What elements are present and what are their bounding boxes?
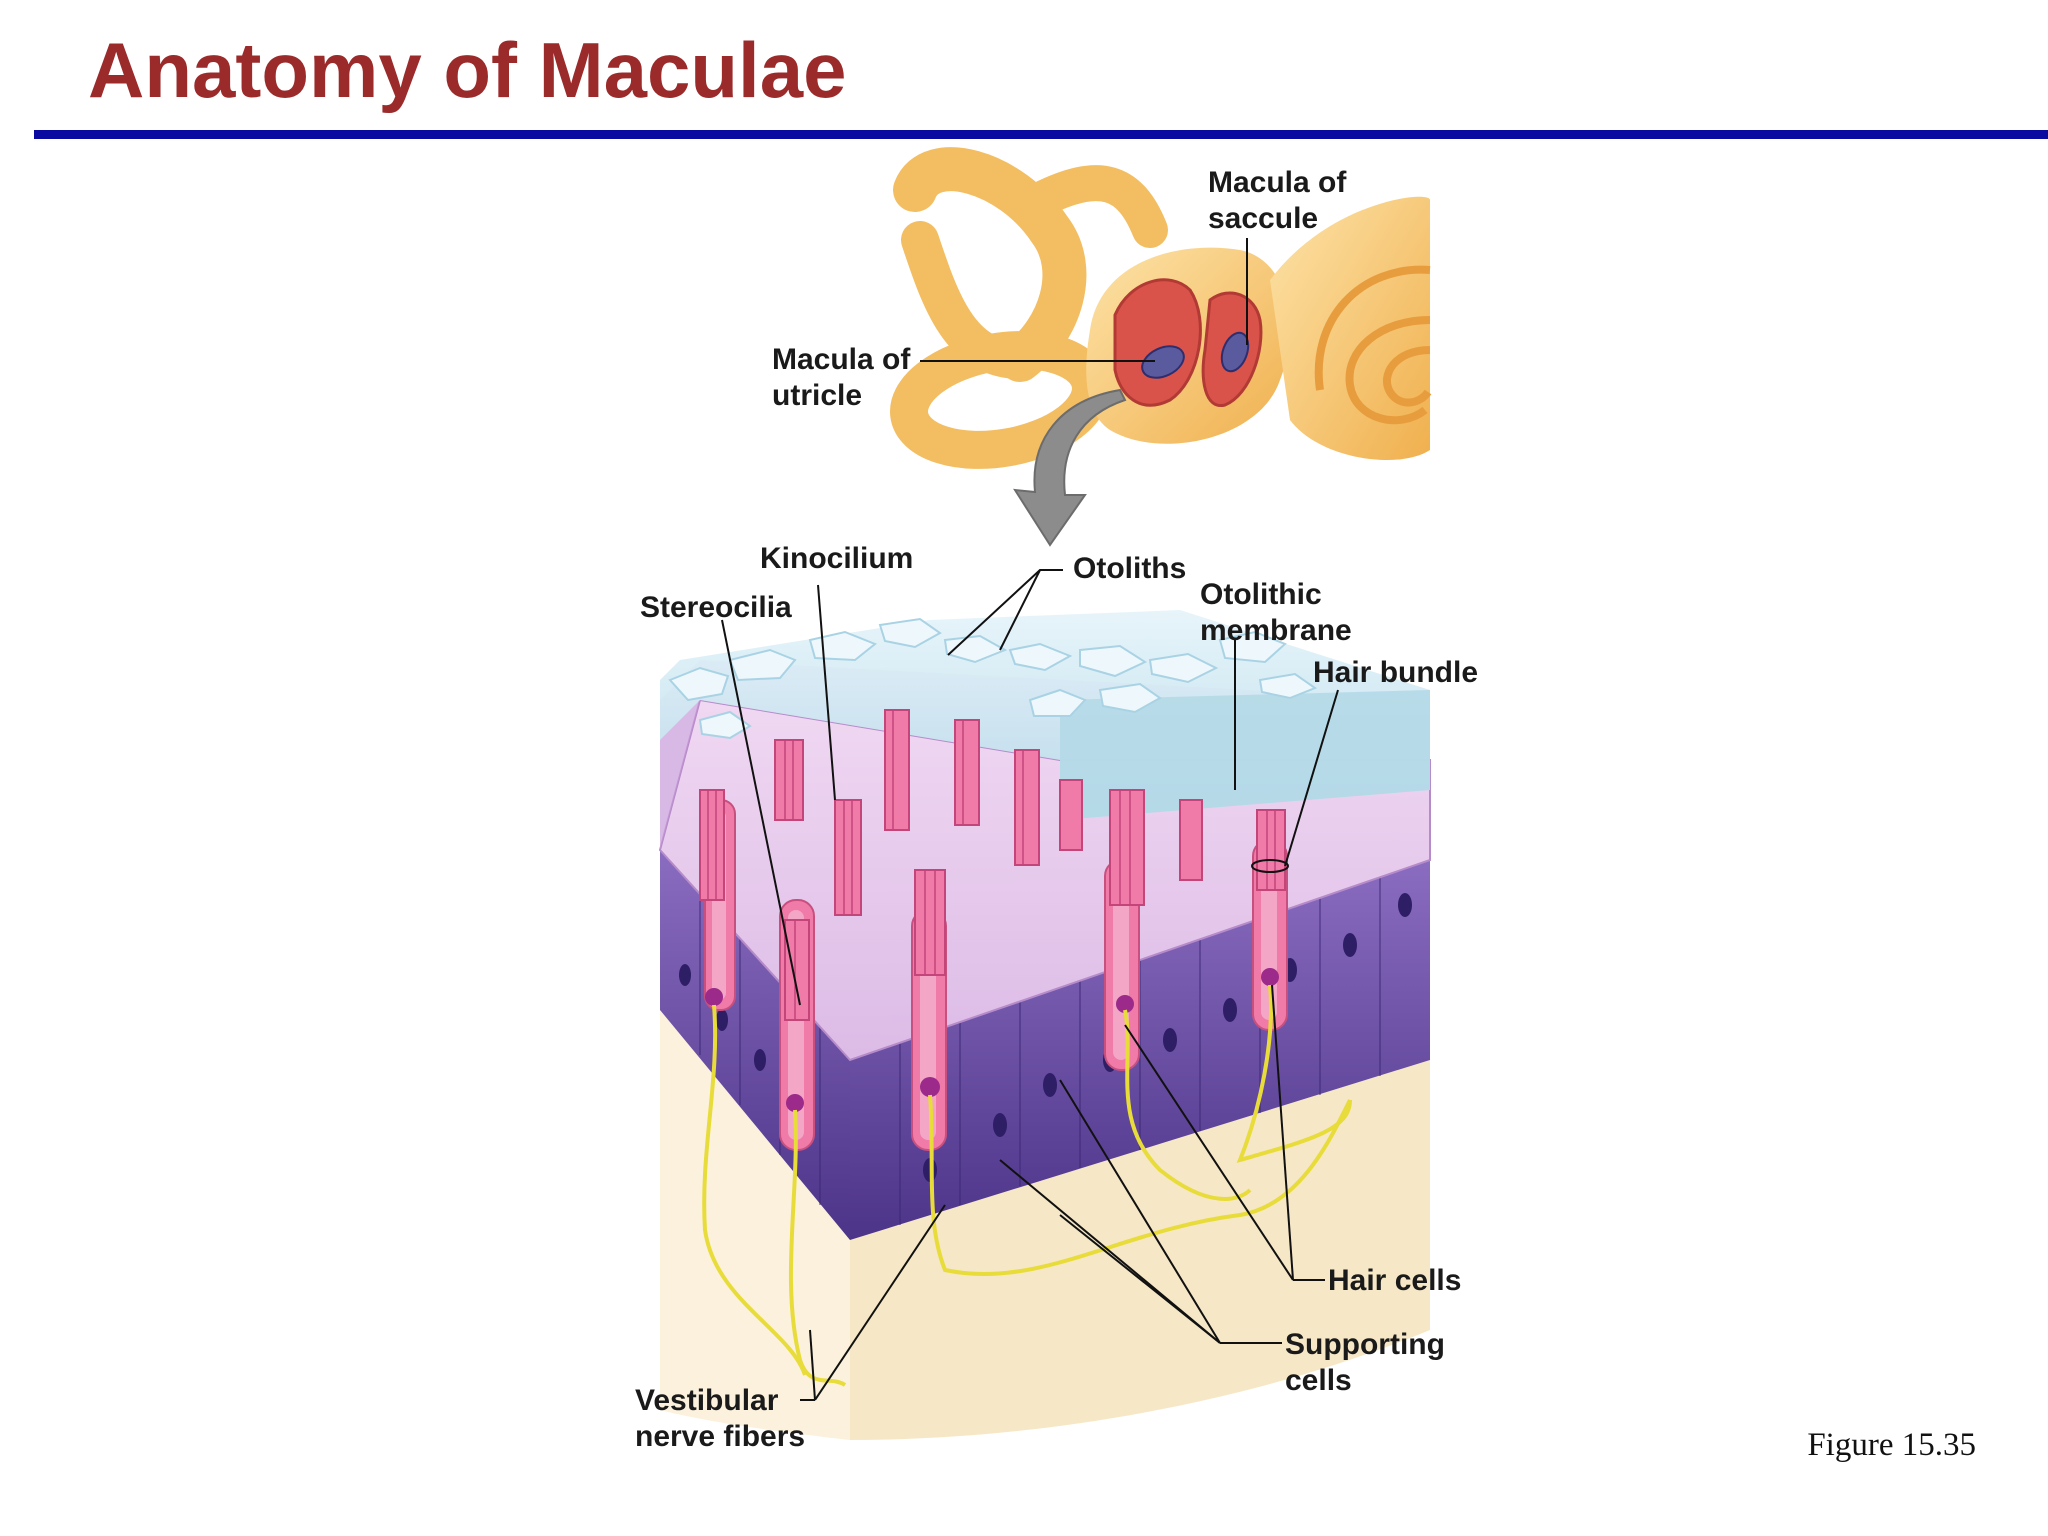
label-supporting-cells-line2: cells [1285, 1364, 1352, 1397]
label-hair-bundle: Hair bundle [1313, 656, 1478, 689]
label-otolithic-membrane-line1: Otolithic [1200, 578, 1322, 611]
hair-cells [699, 709, 1289, 1151]
label-supporting-cells-line1: Supporting [1285, 1328, 1445, 1361]
leader-lines [721, 238, 1339, 1401]
label-otolithic-membrane-line2: membrane [1200, 614, 1352, 647]
label-macula-of-utricle-line2: utricle [772, 379, 862, 412]
label-otoliths: Otoliths [1073, 552, 1186, 585]
label-macula-of-saccule-line1: Macula of [1208, 166, 1347, 199]
label-stereocilia: Stereocilia [640, 591, 792, 624]
diagram-labels: Macula of saccule Macula of utricle Kino… [635, 166, 1478, 1453]
label-vestibular-nerve-fibers-line2: nerve fibers [635, 1420, 805, 1453]
label-hair-cells: Hair cells [1328, 1264, 1461, 1297]
vestibular-nerve-fibers [702, 984, 1352, 1387]
label-macula-of-utricle-line1: Macula of [772, 343, 911, 376]
label-kinocilium: Kinocilium [760, 542, 913, 575]
macula-block-illustration [658, 610, 1431, 1440]
label-vestibular-nerve-fibers-line1: Vestibular [635, 1384, 779, 1417]
label-macula-of-saccule-line2: saccule [1208, 202, 1318, 235]
slide-title: Anatomy of Maculae [88, 26, 847, 114]
inner-ear-illustration [890, 147, 1432, 547]
title-rule [34, 130, 2048, 139]
figure-reference: Figure 15.35 [1807, 1427, 1976, 1463]
